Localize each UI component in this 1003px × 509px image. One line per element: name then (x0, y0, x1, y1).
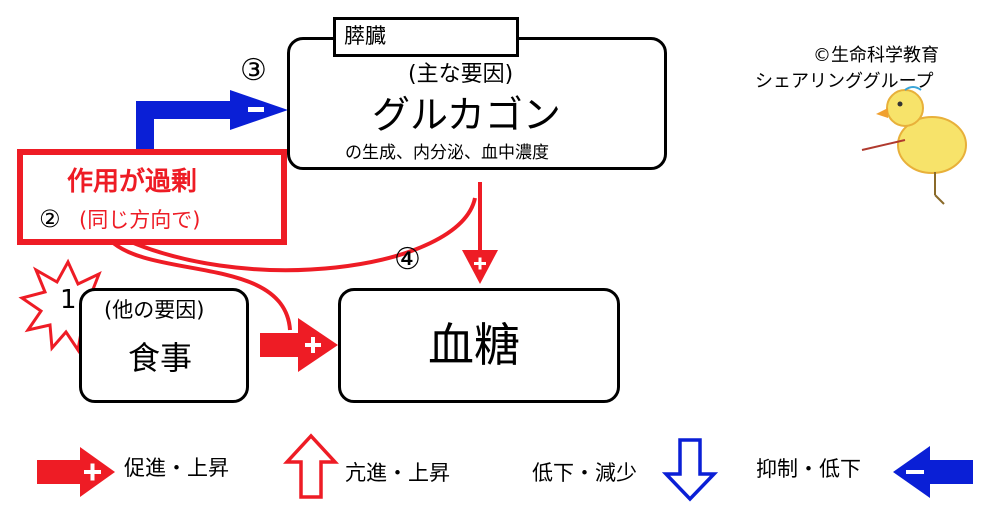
legend-inhibit-icon (893, 446, 973, 498)
organ-label: 膵臓 (344, 24, 386, 48)
blood-sugar-label: 血糖 (428, 318, 520, 372)
excess-curve-to-arrow (108, 238, 292, 331)
credit-line-2: シェアリンググループ (755, 71, 934, 92)
excess-note: (同じ方向で) (79, 208, 201, 232)
circled-2: ② (39, 205, 61, 233)
promote-arrow-meal-to-blood-sugar (260, 318, 338, 372)
starburst-number: 1 (60, 285, 77, 315)
legend-promote-icon (37, 447, 115, 497)
legend-inhibit-label: 抑制・低下 (756, 457, 861, 481)
blood-sugar-box (338, 288, 620, 403)
legend-enhance-icon (283, 433, 339, 499)
circled-3: ③ (240, 53, 267, 88)
credit-line-1: ©生命科学教育 (813, 45, 939, 66)
main-factor-label: (主な要因) (408, 62, 514, 87)
other-factor-label: (他の要因) (104, 298, 205, 322)
organ-label-box: 膵臓 (333, 17, 519, 57)
inhibit-arrow-to-glucagon (136, 90, 288, 150)
excess-effect-curve (109, 197, 477, 273)
meal-box (79, 288, 249, 403)
meal-name: 食事 (128, 339, 193, 377)
legend-decrease-icon (661, 438, 719, 502)
excess-box: 作用が過剰 ② (同じ方向で) (17, 149, 287, 245)
chick-illustration (861, 86, 967, 205)
glucagon-sub: の生成、内分泌、血中濃度 (345, 143, 549, 163)
legend-decrease-label: 低下・減少 (532, 461, 637, 485)
promote-arrow-glucagon-to-blood-sugar (462, 182, 498, 284)
glucagon-name: グルカゴン (372, 93, 561, 137)
legend-enhance-label: 亢進・上昇 (345, 461, 450, 485)
legend-promote-label: 促進・上昇 (124, 456, 229, 480)
excess-title: 作用が過剰 (67, 167, 198, 197)
circled-4: ④ (394, 242, 421, 277)
